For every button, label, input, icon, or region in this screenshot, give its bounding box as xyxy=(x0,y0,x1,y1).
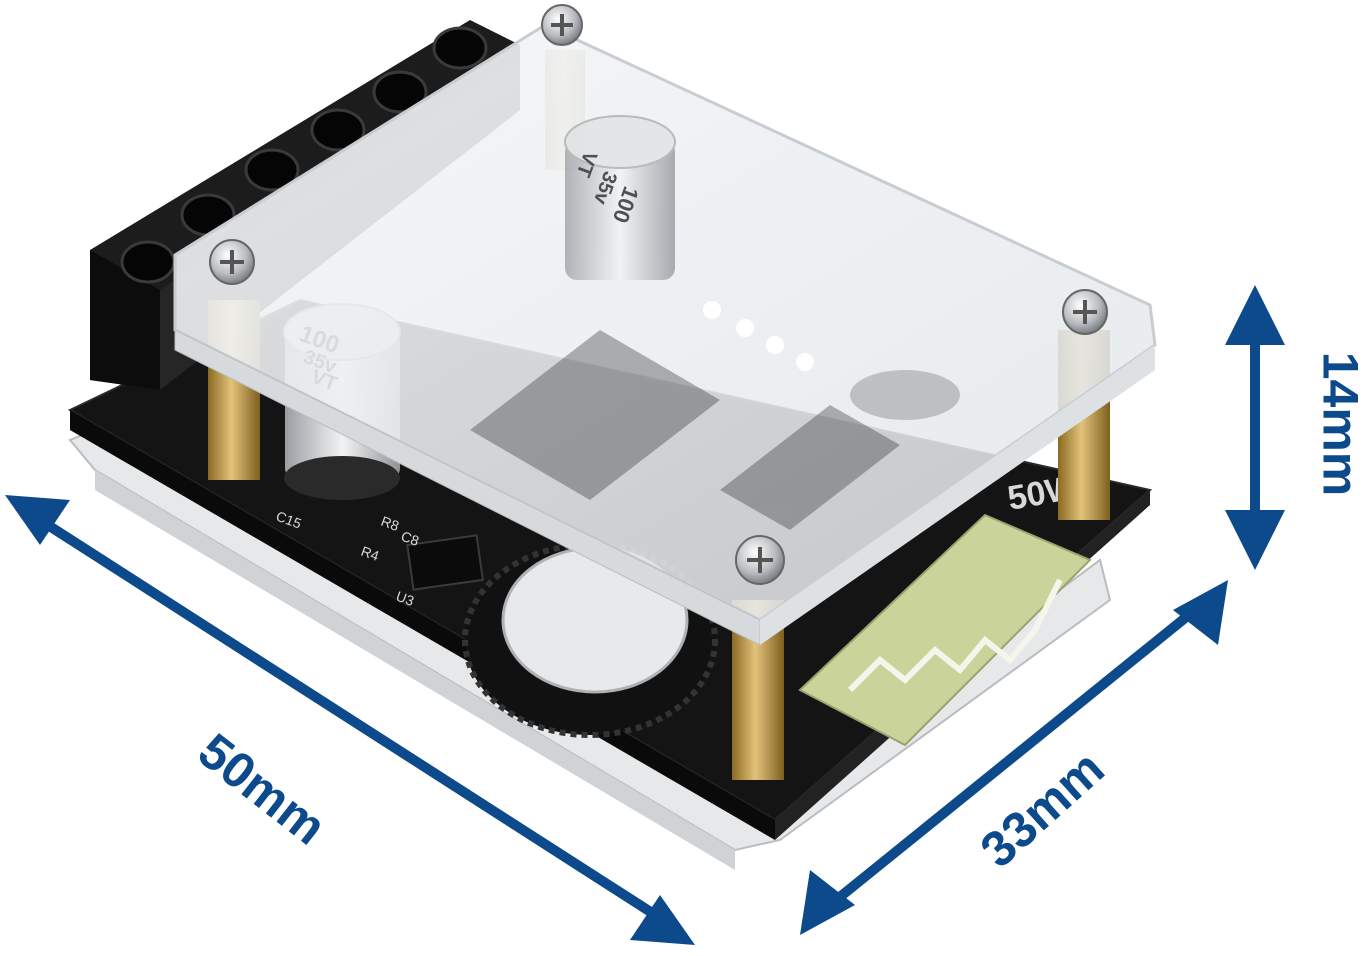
led-dots xyxy=(703,301,814,371)
height-arrow xyxy=(1225,285,1285,570)
electrolytic-capacitor-right: 100 35v VT xyxy=(564,115,676,280)
silkscreen-r4: R4 xyxy=(359,543,381,564)
width-arrow xyxy=(800,580,1228,935)
acrylic-top-cover xyxy=(173,23,1157,646)
silkscreen-c8: C8 xyxy=(399,528,421,549)
bluetooth-antenna-pcb xyxy=(798,513,1092,747)
silkscreen-r8: R8 xyxy=(379,513,401,534)
length-arrow xyxy=(5,495,695,945)
ic-chip-faint xyxy=(470,330,960,530)
silkscreen-u3: U3 xyxy=(394,588,416,609)
cover-screws xyxy=(209,4,1108,585)
height-dimension-label: 14mm xyxy=(1312,351,1362,497)
regulator-chip xyxy=(406,534,484,591)
